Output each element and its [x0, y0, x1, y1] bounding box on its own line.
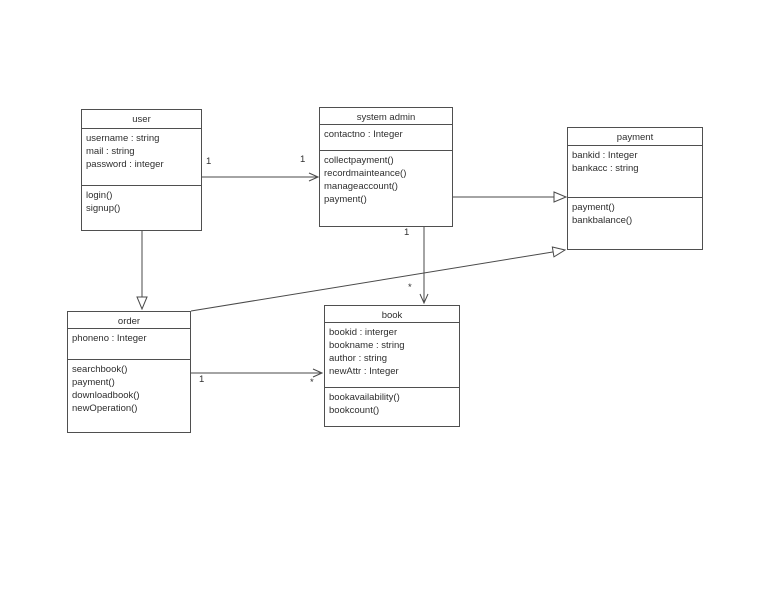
multiplicity-label: *: [310, 377, 314, 388]
method: manageaccount(): [324, 181, 398, 192]
class-order-title: order: [68, 312, 190, 329]
attribute: bookname : string: [329, 340, 405, 351]
method: downloadbook(): [72, 390, 140, 401]
class-order[interactable]: order phoneno : Integer searchbook() pay…: [67, 311, 191, 433]
class-payment-methods: payment() bankbalance(): [568, 198, 702, 249]
attribute: bookid : interger: [329, 327, 398, 338]
class-system-admin-attributes: contactno : Integer: [320, 125, 452, 151]
attribute: bankacc : string: [572, 163, 639, 174]
attribute: bankid : Integer: [572, 150, 638, 161]
method: collectpayment(): [324, 155, 394, 166]
method: signup(): [86, 203, 121, 214]
class-user[interactable]: user username : string mail : string pas…: [81, 109, 202, 231]
multiplicity-label: 1: [404, 227, 410, 238]
class-book-methods: bookavailability() bookcount(): [325, 388, 459, 426]
class-user-methods: login() signup(): [82, 186, 201, 230]
method: payment(): [572, 202, 615, 213]
multiplicity-label: 1: [199, 374, 205, 385]
generalization-order-to-payment: [190, 250, 565, 312]
class-user-title: user: [82, 110, 201, 129]
class-system-admin[interactable]: system admin contactno : Integer collect…: [319, 107, 453, 227]
method: bankbalance(): [572, 215, 633, 226]
attribute: author : string: [329, 353, 388, 364]
class-payment[interactable]: payment bankid : Integer bankacc : strin…: [567, 127, 703, 250]
method: searchbook(): [72, 364, 128, 375]
method: recordmainteance(): [324, 168, 407, 179]
class-book-attributes: bookid : interger bookname : string auth…: [325, 323, 459, 388]
class-system-admin-title: system admin: [320, 108, 452, 125]
class-book[interactable]: book bookid : interger bookname : string…: [324, 305, 460, 427]
method: login(): [86, 190, 113, 201]
attribute: username : string: [86, 133, 160, 144]
multiplicity-label: 1: [300, 154, 306, 165]
class-user-attributes: username : string mail : string password…: [82, 129, 201, 186]
multiplicity-label: 1: [206, 156, 212, 167]
method: bookcount(): [329, 405, 380, 416]
method: payment(): [72, 377, 115, 388]
method: bookavailability(): [329, 392, 400, 403]
class-payment-attributes: bankid : Integer bankacc : string: [568, 146, 702, 198]
class-book-title: book: [325, 306, 459, 323]
attribute: contactno : Integer: [324, 129, 403, 140]
class-order-methods: searchbook() payment() downloadbook() ne…: [68, 360, 190, 432]
class-payment-title: payment: [568, 128, 702, 146]
attribute: newAttr : Integer: [329, 366, 399, 377]
attribute: phoneno : Integer: [72, 333, 147, 344]
multiplicity-label: *: [408, 282, 412, 293]
class-order-attributes: phoneno : Integer: [68, 329, 190, 360]
class-system-admin-methods: collectpayment() recordmainteance() mana…: [320, 151, 452, 226]
attribute: password : integer: [86, 159, 164, 170]
method: newOperation(): [72, 403, 138, 414]
attribute: mail : string: [86, 146, 135, 157]
method: payment(): [324, 194, 367, 205]
